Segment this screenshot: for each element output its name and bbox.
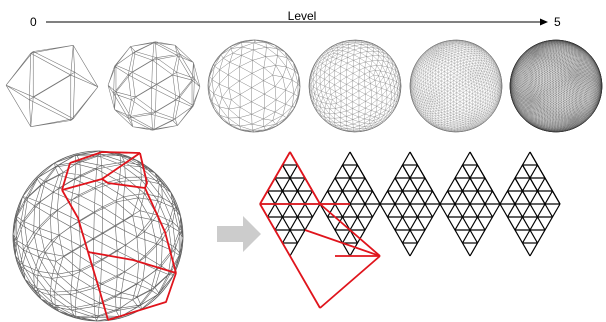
highlight-edge-3: [101, 178, 146, 189]
big-sphere-mesh: [12, 150, 184, 322]
big-sphere: [12, 150, 184, 322]
icosphere-level-0-mesh: [5, 44, 99, 128]
axis-end-label: 5: [554, 15, 561, 29]
icosphere-level-2-mesh: [207, 39, 301, 133]
axis-title: Level: [288, 9, 317, 23]
net-highlight-diamond: [259, 151, 381, 309]
net-diamond-4: [499, 151, 561, 257]
icosphere-level-4: [409, 39, 503, 133]
icosphere-level-5-outline: [509, 39, 603, 133]
highlighted-patch: [61, 151, 177, 321]
net-highlight-edge-5: [319, 255, 381, 309]
net-highlight-edge-1: [289, 151, 321, 205]
icosphere-level-4-mesh: [409, 39, 503, 133]
net-highlight-edge-0: [259, 151, 291, 205]
icosphere-level-2: [207, 39, 301, 133]
icosphere-level-3-outline: [308, 39, 402, 133]
level-axis: 0 Level 5: [30, 9, 561, 29]
icosphere-level-5-mesh: [509, 39, 603, 133]
icosphere-level-row: [5, 39, 603, 133]
icosphere-level-0: [5, 44, 99, 128]
net-diamond-3: [439, 151, 501, 257]
icosphere-level-1: [107, 41, 201, 131]
net-highlight-edge-4: [319, 203, 381, 257]
net-line: [514, 177, 546, 231]
icosphere-level-4-outline: [409, 39, 503, 133]
icosphere-level-3: [308, 39, 402, 133]
highlight-edge-1: [61, 162, 71, 191]
highlight-edge-7: [87, 251, 177, 274]
unfolded-icosahedron-net: [259, 151, 561, 309]
highlight-edge-5: [61, 189, 89, 253]
net-diamond-2: [379, 151, 441, 257]
axis-start-label: 0: [30, 15, 37, 29]
net-highlight-edge-6: [304, 229, 381, 257]
icosphere-level-1-mesh: [107, 41, 201, 131]
highlight-edge-6: [144, 187, 177, 274]
highlight-edge-0: [69, 151, 141, 164]
net-line: [394, 177, 426, 231]
axis-arrowhead: [540, 18, 548, 26]
icosphere-level-5: [509, 39, 603, 133]
highlight-edge-8: [87, 251, 109, 321]
highlighted-icosphere: [12, 150, 184, 322]
right-arrow-icon: [217, 216, 261, 252]
net-line: [454, 177, 486, 231]
highlight-edge-9: [107, 272, 177, 321]
icosphere-level-2-outline: [207, 39, 301, 133]
net-highlight-edge-3: [259, 203, 321, 309]
highlight-edge-4: [139, 152, 148, 189]
icosphere-level-3-mesh: [308, 39, 402, 133]
